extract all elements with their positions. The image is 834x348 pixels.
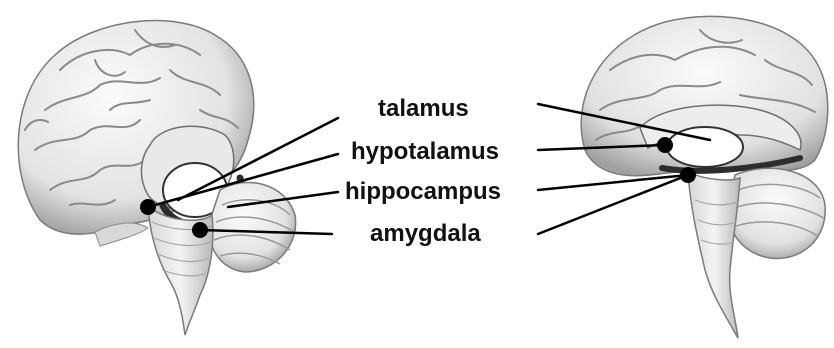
right-brain <box>581 16 828 338</box>
pointer-amygdala-right <box>538 175 688 234</box>
marker-amygdala-left <box>192 222 208 238</box>
label-hypotalamus: hypotalamus <box>351 140 499 164</box>
marker-hypotalamus-right <box>657 137 673 153</box>
label-hippocampus: hippocampus <box>345 180 501 204</box>
marker-hippocampus-right <box>680 167 696 183</box>
marker-hypotalamus-left <box>140 199 156 215</box>
right-cerebellum <box>728 168 825 258</box>
pointer-hippocampus-right <box>538 175 688 190</box>
label-amygdala: amygdala <box>370 222 481 246</box>
right-brainstem <box>688 172 740 338</box>
left-cerebellum <box>209 182 296 272</box>
label-talamus: talamus <box>378 97 469 121</box>
